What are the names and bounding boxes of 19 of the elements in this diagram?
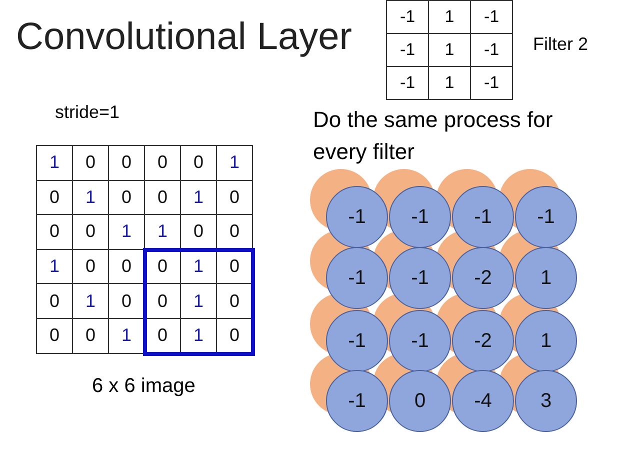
instruction-text: Do the same process for every filter [313, 106, 554, 166]
value-circle: -4 [452, 370, 514, 432]
grid-cell: -1 [470, 0, 513, 34]
value-circle: 0 [389, 370, 451, 432]
grid-cell: 1 [216, 145, 253, 181]
value-circle: 3 [515, 370, 577, 432]
filter-caption: Filter 2 [533, 34, 588, 55]
title: Convolutional Layer [16, 16, 352, 59]
stride-label: stride=1 [55, 102, 120, 123]
grid-cell: -1 [386, 0, 429, 34]
value-circle: -1 [515, 186, 577, 248]
value-circle: -1 [326, 370, 388, 432]
grid-cell: -1 [470, 66, 513, 100]
grid-cell: 0 [36, 318, 73, 354]
grid-cell: -1 [386, 66, 429, 100]
grid-cell: 1 [36, 145, 73, 181]
image-caption: 6 x 6 image [92, 375, 196, 398]
value-circle: 1 [515, 247, 577, 309]
value-circle: 1 [515, 310, 577, 372]
